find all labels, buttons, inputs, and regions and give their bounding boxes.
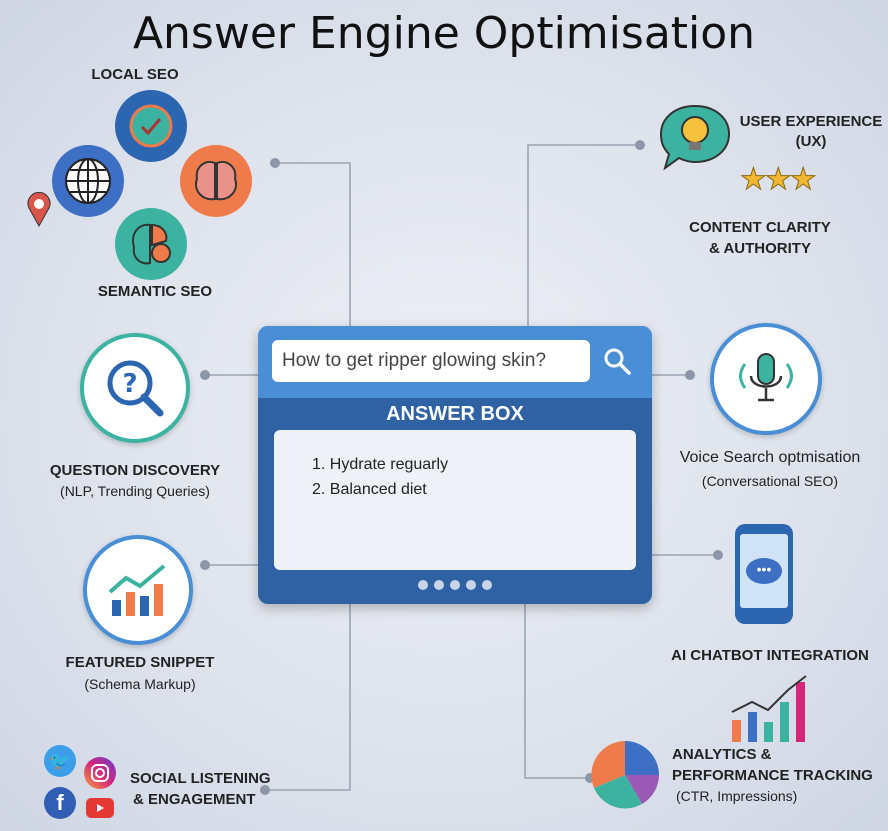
- twitter-icon: 🐦: [44, 745, 76, 777]
- brain-gear-icon: [115, 208, 187, 280]
- voice-search-sub: (Conversational SEO): [701, 473, 839, 489]
- content-clarity-label: CONTENT CLARITY: [689, 219, 831, 236]
- authority-label: & AUTHORITY: [709, 240, 811, 257]
- question-discovery-label: QUESTION DISCOVERY: [49, 462, 221, 479]
- ux-sub-label: (UX): [795, 133, 827, 150]
- voice-search-label: Voice Search optmisation: [679, 449, 861, 466]
- answer-box-card: How to get ripper glowing skin? ANSWER B…: [258, 326, 652, 604]
- instagram-icon: [84, 757, 116, 789]
- map-pin-icon: [26, 191, 52, 233]
- answer-list: 1. Hydrate reguarly 2. Balanced diet: [274, 430, 636, 570]
- answer-item: 2. Balanced diet: [312, 481, 427, 498]
- search-icon[interactable]: [602, 346, 632, 381]
- globe-icon: [52, 145, 124, 217]
- analytics-sub: (CTR, Impressions): [676, 788, 798, 804]
- facebook-icon: f: [44, 787, 76, 819]
- social-engagement-label: & ENGAGEMENT: [133, 791, 256, 808]
- ai-chatbot-label: AI CHATBOT INTEGRATION: [671, 647, 869, 664]
- youtube-icon: [86, 798, 114, 818]
- performance-tracking-label: PERFORMANCE TRACKING: [672, 767, 873, 784]
- star-rating-icon: ★★★: [740, 163, 818, 197]
- search-input[interactable]: How to get ripper glowing skin?: [272, 340, 590, 382]
- semantic-seo-label: SEMANTIC SEO: [97, 283, 213, 300]
- featured-snippet-sub: (Schema Markup): [84, 676, 196, 692]
- growth-chart-icon: [83, 535, 193, 645]
- lightbulb-chat-icon: [657, 100, 733, 181]
- clock-icon: [115, 90, 187, 162]
- bar-chart-icon: [728, 672, 812, 749]
- page-title: Answer Engine Optimisation: [132, 8, 756, 59]
- pagination-dots[interactable]: [258, 580, 652, 590]
- question-search-icon: ?: [80, 333, 190, 443]
- social-listening-label: SOCIAL LISTENING: [130, 770, 271, 787]
- answer-item: 1. Hydrate reguarly: [312, 456, 449, 473]
- svg-text:?: ?: [122, 369, 137, 399]
- phone-chat-icon: •••: [735, 524, 793, 624]
- answer-box-title: ANSWER BOX: [386, 403, 524, 425]
- local-seo-label: LOCAL SEO: [91, 66, 179, 83]
- question-discovery-sub: (NLP, Trending Queries): [60, 483, 210, 499]
- analytics-label: ANALYTICS &: [672, 746, 772, 763]
- microphone-icon: [710, 323, 822, 435]
- ux-label: USER EXPERIENCE: [739, 113, 883, 130]
- pie-chart-icon: [590, 740, 660, 815]
- featured-snippet-label: FEATURED SNIPPET: [65, 654, 215, 671]
- brain-icon: [180, 145, 252, 217]
